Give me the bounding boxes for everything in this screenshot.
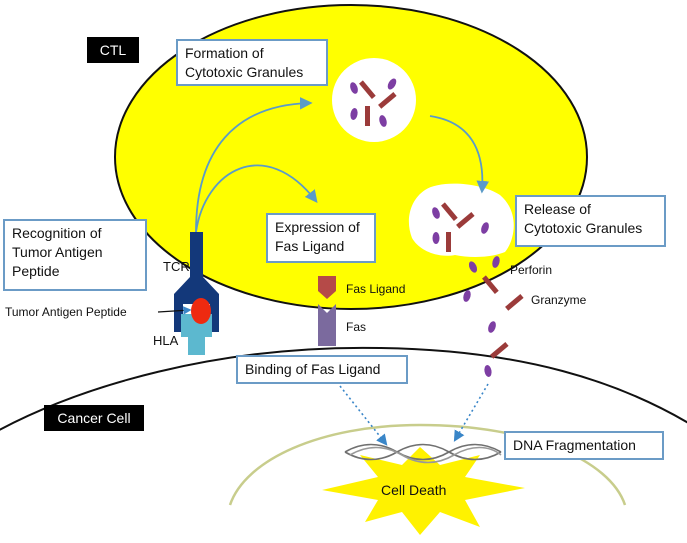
tumor-antigen-peptide-icon [191,298,211,324]
released-granules [432,202,489,252]
fas-label: Fas [346,320,367,334]
ctl-label: CTL [87,37,139,63]
release-line-1: Release of [524,201,591,217]
dna-fragmentation-box: DNA Fragmentation [504,431,664,460]
expression-line-2: Fas Ligand [275,238,345,254]
formation-step-box: Formation of Cytotoxic Granules [176,39,328,86]
arrow-to-release [429,115,490,194]
recognition-line-1: Recognition of [12,225,102,241]
fas-ligand-icon [318,276,336,299]
dna-helix-icon [344,443,502,464]
tcr-label: TCR [163,259,190,274]
recognition-line-2: Tumor Antigen [12,244,103,260]
granzyme-label: Granzyme [531,293,587,307]
fas-ligand-label: Fas Ligand [346,282,406,296]
binding-step-box: Binding of Fas Ligand [236,355,408,384]
cell-death-label: Cell Death [381,482,447,498]
cancer-cell-label: Cancer Cell [44,405,144,431]
arrow-to-formation [195,96,313,233]
peptide-label: Tumor Antigen Peptide [5,305,127,319]
fas-receptor-icon [318,304,336,346]
release-step-box: Release of Cytotoxic Granules [515,195,666,247]
recognition-line-3: Peptide [12,263,60,279]
formation-line-2: Cytotoxic Granules [185,64,304,80]
arrow-to-expression [195,164,318,233]
release-line-2: Cytotoxic Granules [524,220,643,236]
perforin-label: Perforin [510,263,553,277]
recognition-step-box: Recognition of Tumor Antigen Peptide [3,219,147,291]
cell-death-burst [322,447,525,535]
hla-molecule-icon [181,314,212,355]
cancer-cell-membrane [0,346,687,431]
hla-label: HLA [153,333,179,348]
nucleus-outline [228,423,627,506]
granule-release-vesicle [408,183,514,257]
perforin-granzyme-stream [463,256,524,377]
dotted-arrow-fas-to-dna [339,385,388,446]
granule-vesicle [332,58,416,142]
dotted-arrow-granzyme-to-dna [453,383,489,442]
tcr-receptor-icon [174,232,219,332]
granule-contents [350,78,397,127]
peptide-pointer-arrow [157,306,192,315]
formation-line-1: Formation of [185,45,264,61]
expression-line-1: Expression of [275,219,360,235]
expression-step-box: Expression of Fas Ligand [266,213,376,263]
